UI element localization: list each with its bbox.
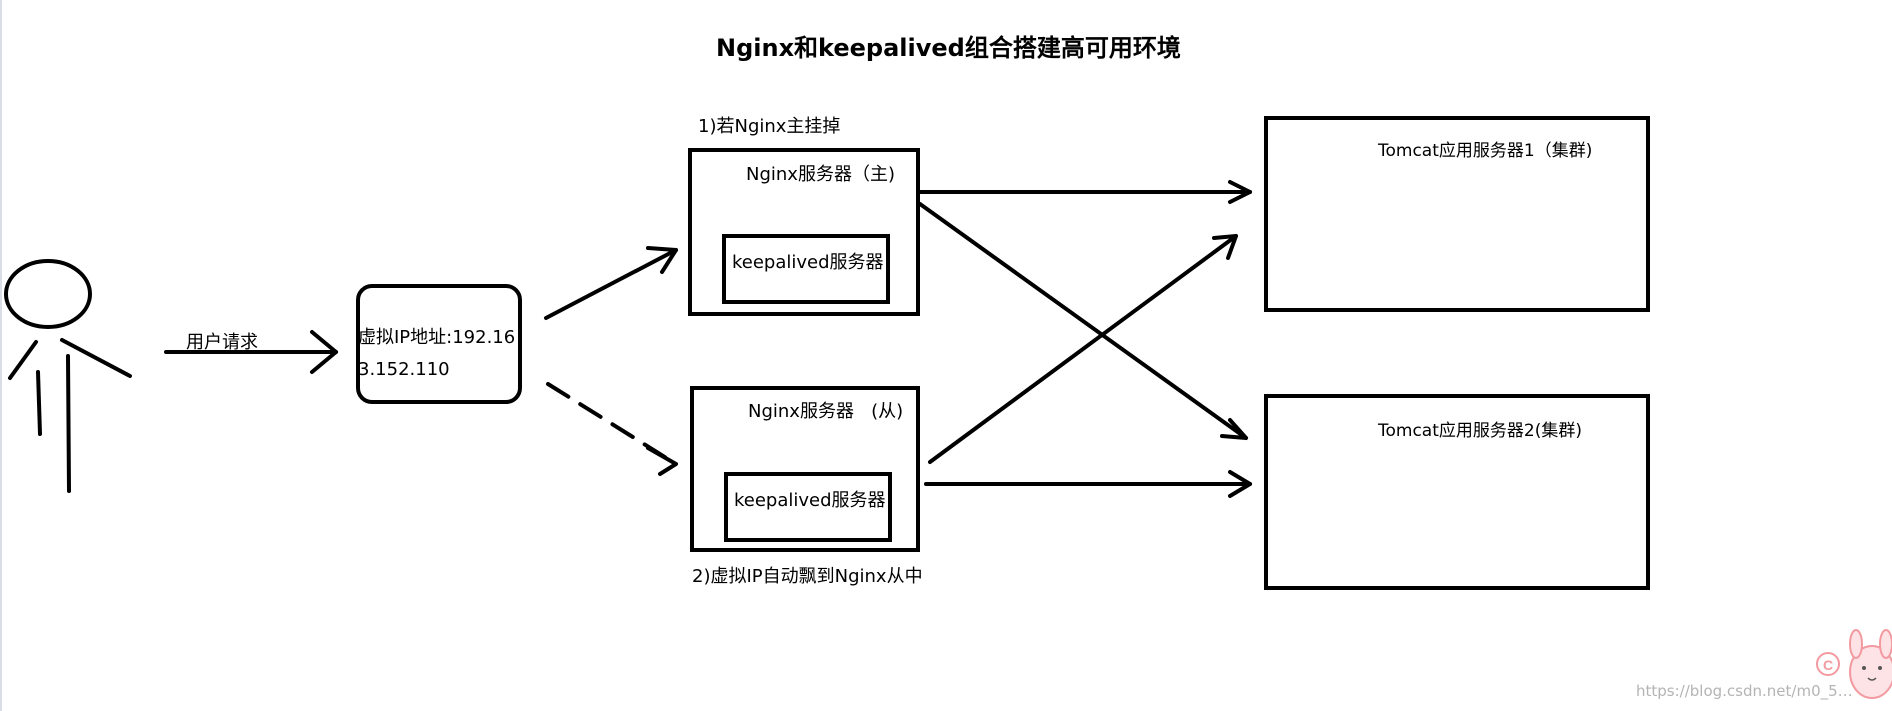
user-request-label: 用户请求 (186, 332, 258, 353)
note-master-failure: 1)若Nginx主挂掉 (698, 116, 841, 137)
note-ip-drift: 2)虚拟IP自动飘到Nginx从中 (692, 566, 923, 587)
keepalived-backup-label: keepalived服务器 (734, 490, 886, 511)
virtual-ip-box (356, 284, 522, 404)
nginx-master-box (688, 148, 920, 316)
svg-text:C: C (1823, 657, 1833, 673)
keepalived-backup-box (724, 472, 892, 542)
tomcat-2-box (1264, 394, 1650, 590)
arrow-user-request (164, 330, 338, 374)
tomcat-2-title: Tomcat应用服务器2(集群) (1378, 421, 1582, 441)
user-left-leg (36, 370, 42, 436)
user-body (66, 354, 71, 493)
virtual-ip-label: 虚拟IP地址:192.163.152.110 (358, 327, 516, 380)
watermark-url: https://blog.csdn.net/m0_5… (1636, 682, 1853, 700)
arrow-master-to-tomcat1 (918, 180, 1252, 204)
keepalived-master-label: keepalived服务器 (732, 252, 884, 273)
keepalived-master-box (722, 234, 890, 304)
arrow-backup-to-tomcat2 (924, 470, 1252, 498)
user-left-arm (8, 340, 38, 380)
csdn-mascot-icon: C (1816, 629, 1892, 699)
nginx-master-title: Nginx服务器（主) (746, 164, 895, 185)
nginx-backup-box (690, 386, 920, 552)
diagram-title: Nginx和keepalived组合搭建高可用环境 (716, 34, 1181, 62)
user-stick-figure (4, 259, 132, 493)
user-right-arm (60, 338, 132, 378)
tomcat-1-title: Tomcat应用服务器1（集群) (1378, 141, 1593, 161)
arrow-master-to-tomcat2 (918, 202, 1248, 440)
arrow-vip-to-backup-dashed (546, 382, 678, 476)
tomcat-1-box (1264, 116, 1650, 312)
nginx-backup-title: Nginx服务器 (从) (748, 401, 904, 422)
left-edge-rule (0, 0, 2, 711)
arrow-backup-to-tomcat1 (928, 234, 1238, 464)
arrow-vip-to-master (544, 246, 678, 320)
user-head (4, 259, 92, 329)
